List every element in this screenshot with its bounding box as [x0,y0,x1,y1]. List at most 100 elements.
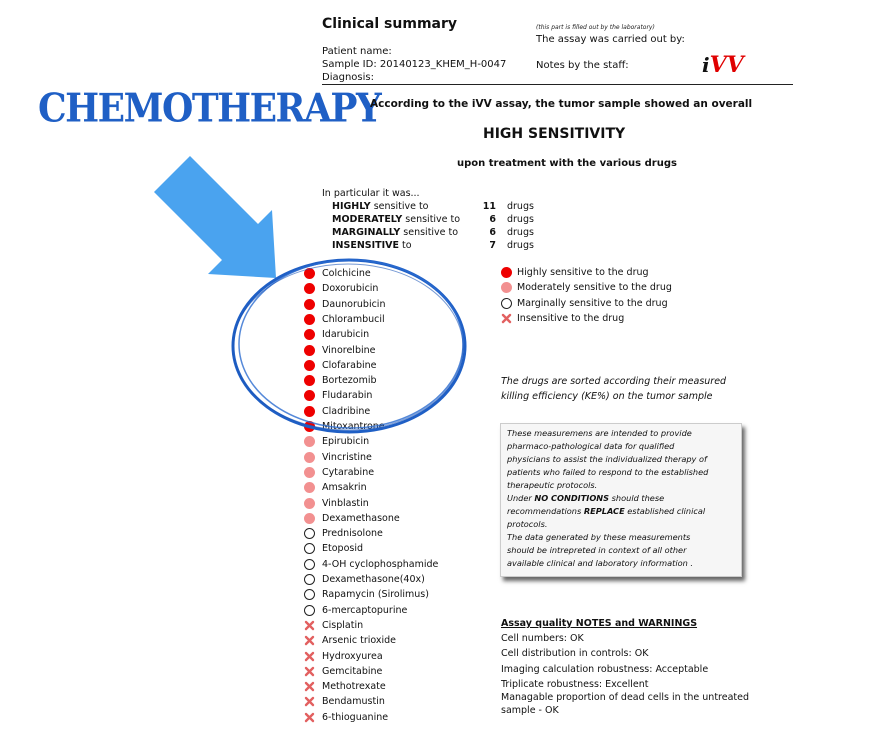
drug-name: Prednisolone [322,528,383,540]
ivv-logo: iVV [702,52,744,78]
drug-row: Colchicine [304,266,371,281]
drug-name: Etoposid [322,543,364,555]
red-dot-icon [304,375,315,387]
drug-row: Prednisolone [304,526,383,541]
drug-row: Bortezomib [304,373,377,388]
red-dot-icon [501,267,512,278]
drug-name: Cytarabine [322,466,375,478]
drug-row: Etoposid [304,541,363,556]
drug-name: Doxorubicin [322,283,379,295]
drug-name: Vinblastin [322,497,369,509]
drug-row: Hydroxyurea [304,649,383,664]
open-circle-icon [304,589,315,601]
drug-row: Rapamycin (Sirolimus) [304,587,429,602]
drug-row: Amsakrin [304,480,367,495]
drug-name: Mitoxantrone [322,421,385,432]
drug-row: Vinorelbine [304,343,375,358]
red-dot-icon [304,298,315,310]
drug-name: Daunorubicin [322,298,386,310]
open-circle-icon [304,574,315,585]
drug-name: Colchicine [322,268,371,279]
red-dot-icon [304,344,315,356]
drug-row: Gemcitabine [304,664,382,679]
drug-row: Arsenic trioxide [304,633,396,648]
open-circle-icon [304,528,315,540]
drug-row: Cytarabine [304,465,374,480]
drug-name: Dexamethasone(40x) [322,574,425,585]
cross-icon [304,712,315,722]
drug-name: Vinorelbine [322,344,376,356]
header-divider [322,84,793,85]
open-circle-icon [501,298,512,309]
drug-row: Idarubicin [304,327,369,342]
drug-row: Doxorubicin [304,281,378,296]
particular-text: In particular it was... [322,188,420,199]
drug-row: 4-OH cyclophosphamide [304,557,438,572]
disclaimer-box: These measuremens are intended to provid… [500,423,742,577]
report-title: Clinical summary [322,16,458,32]
diagnosis-label: Diagnosis: [322,72,374,83]
chemotherapy-label: CHEMOTHERAPY [38,86,382,132]
drug-row: Fludarabin [304,388,372,403]
red-dot-icon [304,283,315,295]
drug-row: Chlorambucil [304,312,385,327]
drug-row: Vinblastin [304,496,369,511]
quality-note: Cell numbers: OK [501,633,584,644]
red-dot-icon [304,268,315,279]
quality-note: Managable proportion of dead cells in th… [501,692,750,703]
pointer-arrow-icon [154,156,276,278]
patient-name-label: Patient name: [322,46,392,57]
open-circle-icon [304,558,315,570]
red-dot-icon [304,329,315,341]
cross-icon [304,635,315,646]
drug-row: Cisplatin [304,618,363,633]
red-dot-icon [304,405,315,417]
highlight-circle-icon [231,258,467,434]
quality-note: Triplicate robustness: Excellent [501,679,649,690]
red-dot-icon [304,390,315,402]
legend-item-insensitive: Insensitive to the drug [501,311,624,326]
drug-name: Bendamustin [322,696,385,708]
pink-dot-icon [304,451,315,463]
open-circle-icon [304,543,315,555]
drug-row: Clofarabine [304,358,377,373]
drug-name: Rapamycin (Sirolimus) [322,589,429,601]
cross-icon [304,666,315,676]
drug-name: 6-thioguanine [322,711,389,723]
pink-dot-icon [501,282,512,293]
drug-name: Cisplatin [322,619,364,631]
drug-name: Epirubicin [322,436,370,448]
drug-name: Chlorambucil [322,313,385,325]
pink-dot-icon [304,466,315,478]
quality-note: sample - OK [501,705,559,716]
drug-name: Dexamethasone [322,512,400,524]
red-dot-icon [304,359,315,371]
open-circle-icon [304,604,315,616]
drug-name: Gemcitabine [322,665,383,677]
red-dot-icon [304,313,315,325]
legend-item-moderate: Moderately sensitive to the drug [501,280,672,295]
drug-name: Idarubicin [322,329,370,341]
drug-name: Cladribine [322,405,371,417]
cross-icon [501,313,512,324]
quality-notes-title: Assay quality NOTES and WARNINGS [501,618,698,629]
drug-row: Vincristine [304,450,372,465]
drug-row: Bendamustin [304,694,385,709]
drug-name: 6-mercaptopurine [322,604,408,616]
drug-row: Epirubicin [304,434,369,449]
drug-name: Methotrexate [322,681,386,693]
quality-note: Imaging calculation robustness: Acceptab… [501,664,709,675]
cross-icon [304,697,315,707]
intro-text: According to the iVV assay, the tumor sa… [370,98,753,110]
drug-name: Amsakrin [322,482,367,494]
drug-row: 6-thioguanine [304,710,388,725]
drug-row: Dexamethasone [304,511,400,526]
drug-row: Dexamethasone(40x) [304,572,425,587]
drug-name: 4-OH cyclophosphamide [322,558,439,570]
drug-name: Hydroxyurea [322,650,383,662]
drug-row: Daunorubicin [304,297,385,312]
